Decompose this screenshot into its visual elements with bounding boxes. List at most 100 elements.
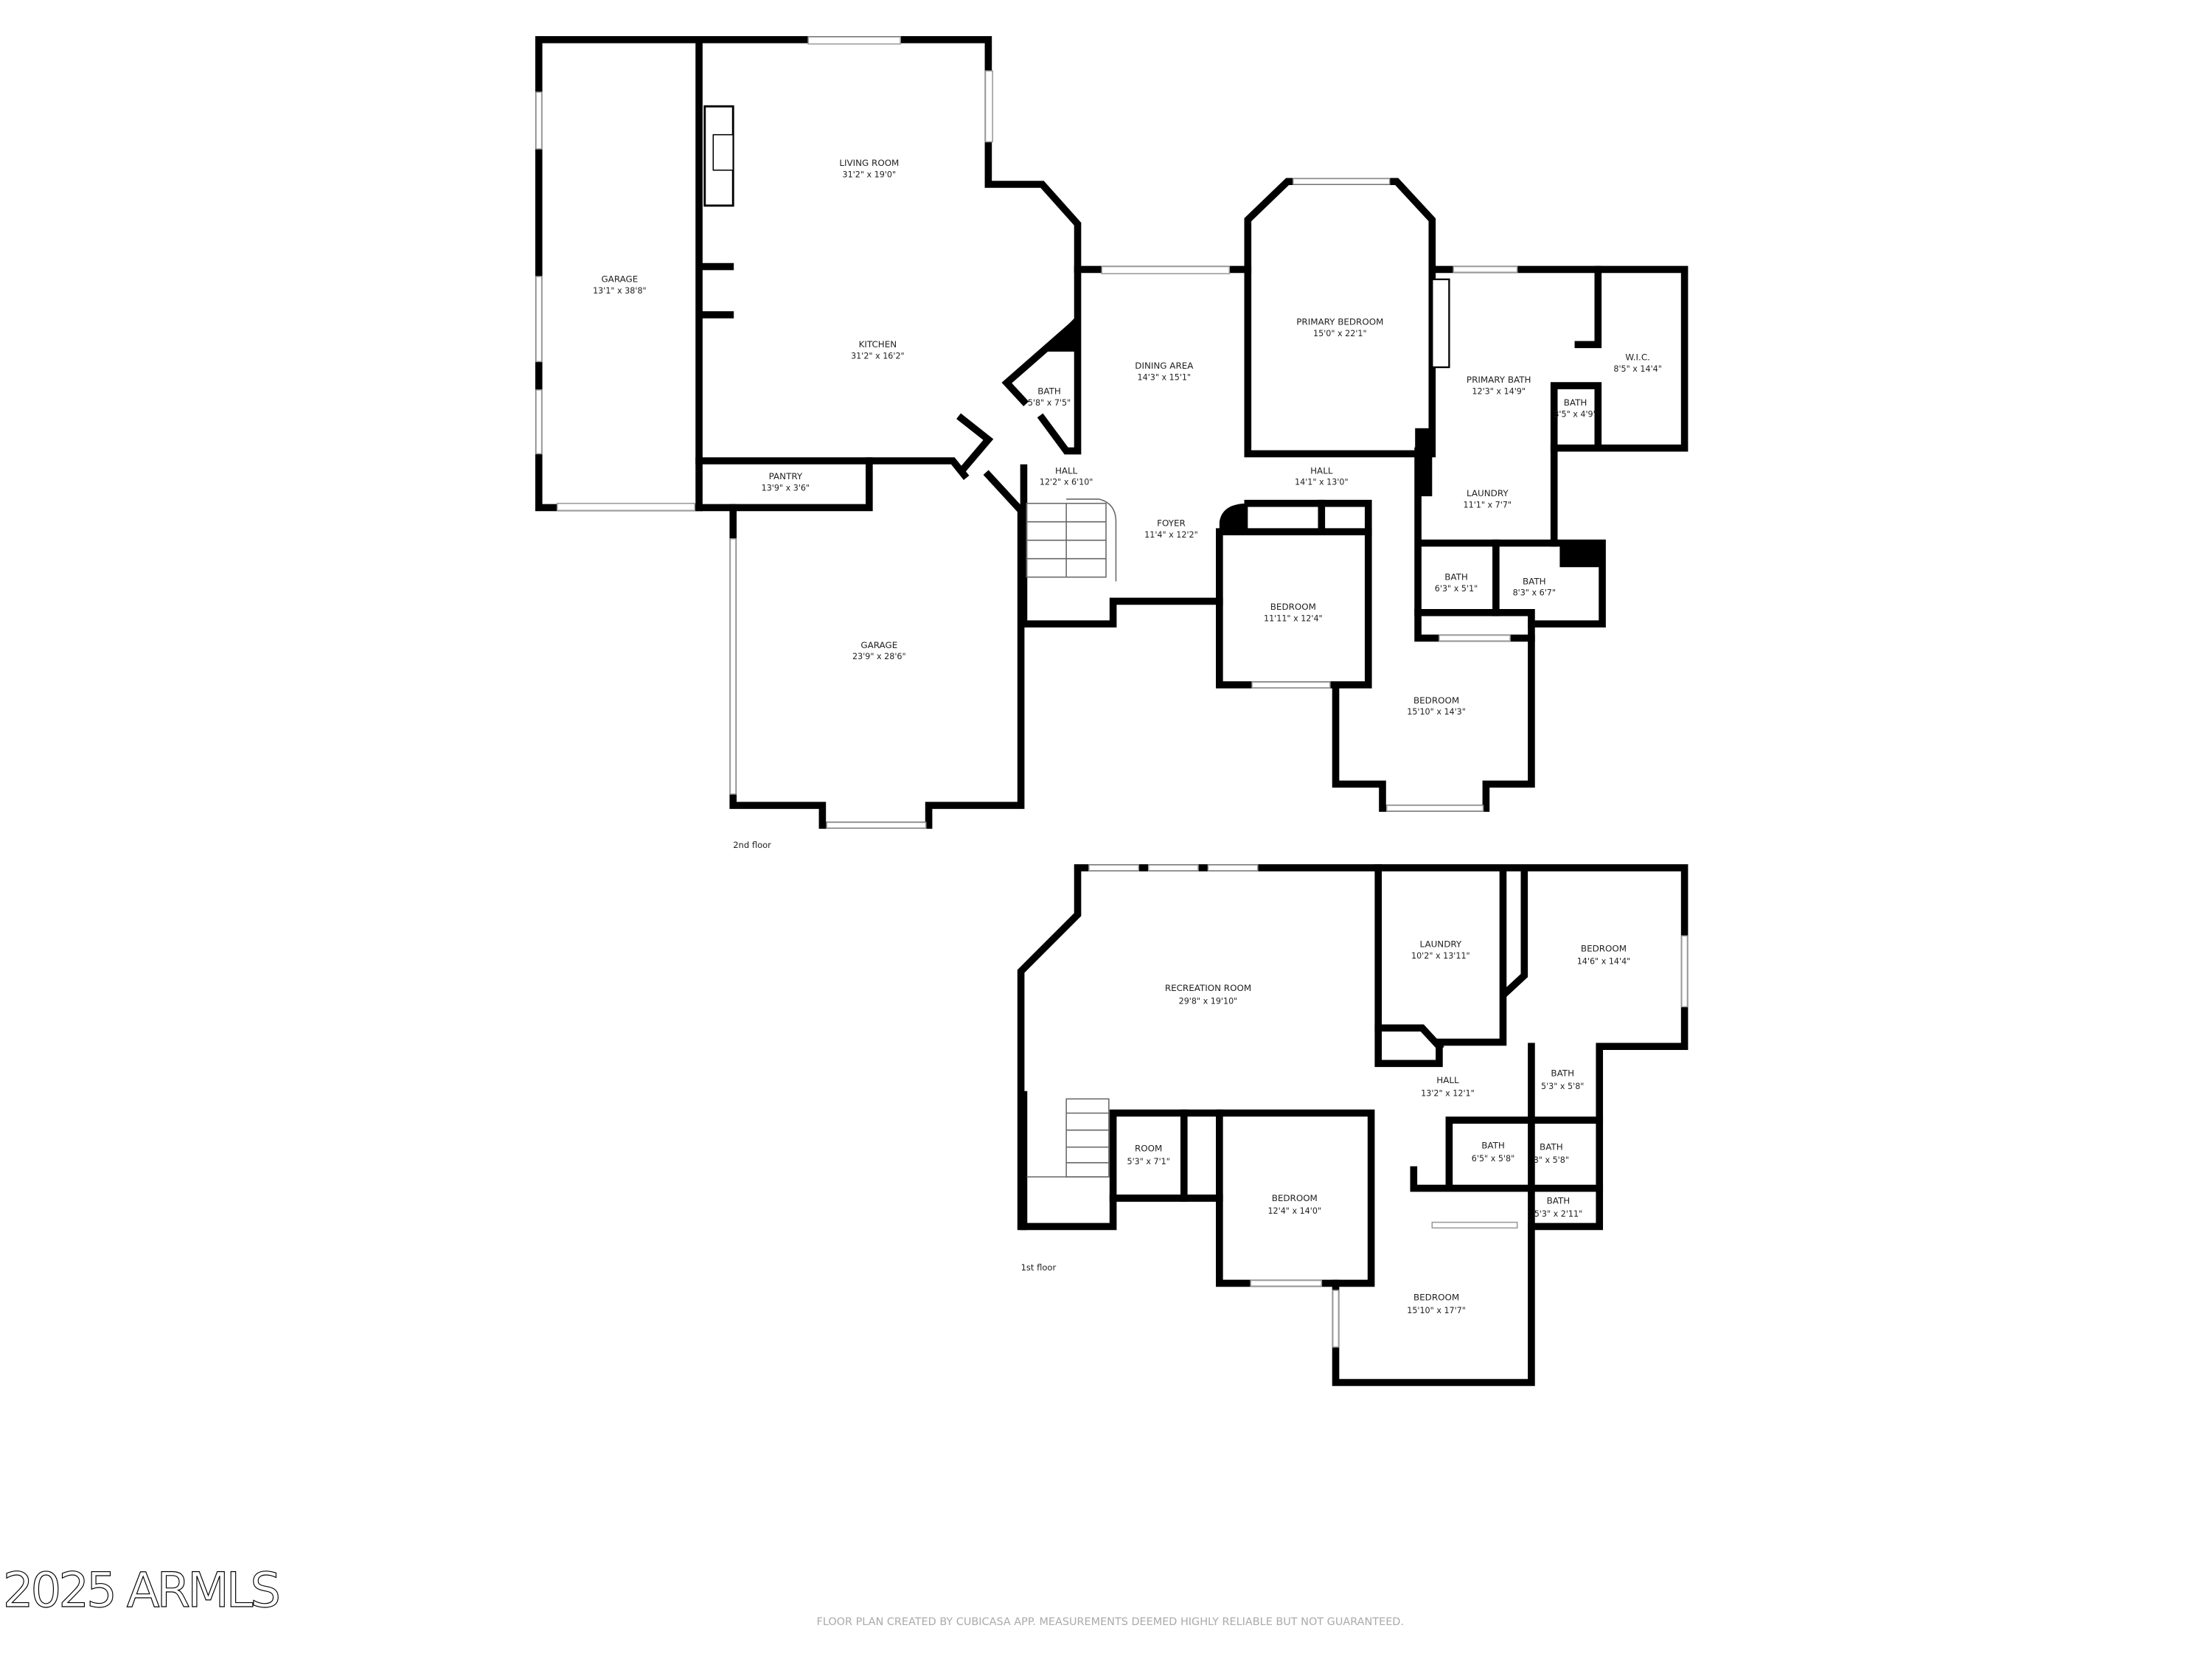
window bbox=[1332, 1290, 1340, 1348]
svg-text:BATH: BATH bbox=[1481, 1141, 1505, 1151]
room-label-bedroom: BEDROOM 12'4" x 14'0" bbox=[1267, 1193, 1321, 1216]
wall-block bbox=[1559, 543, 1603, 568]
first-floor-walls bbox=[1017, 864, 1688, 1386]
svg-text:29'8" x 19'10": 29'8" x 19'10" bbox=[1179, 997, 1238, 1006]
window bbox=[1251, 681, 1331, 689]
garage-door bbox=[729, 538, 737, 795]
svg-text:BEDROOM: BEDROOM bbox=[1272, 1193, 1318, 1203]
room-label-hall: HALL 14'1" x 13'0" bbox=[1295, 465, 1349, 487]
svg-text:W.I.C.: W.I.C. bbox=[1625, 352, 1650, 362]
svg-text:13'9" x 3'6": 13'9" x 3'6" bbox=[762, 483, 810, 493]
wall-kitchen-bottom bbox=[695, 457, 970, 480]
fireplace-insert bbox=[712, 133, 734, 171]
room-label-foyer: FOYER 11'4" x 12'2" bbox=[1144, 518, 1198, 539]
svg-text:15'0" x 22'1": 15'0" x 22'1" bbox=[1313, 329, 1367, 338]
svg-text:14'1" x 13'0": 14'1" x 13'0" bbox=[1295, 478, 1349, 487]
svg-text:BATH: BATH bbox=[1540, 1142, 1563, 1152]
svg-text:12'2" x 6'10": 12'2" x 6'10" bbox=[1040, 478, 1093, 487]
window bbox=[1207, 864, 1259, 872]
wall-laundry bbox=[1374, 864, 1507, 1068]
wall-wic bbox=[1574, 265, 1602, 349]
wall-living-room bbox=[695, 36, 1252, 274]
svg-text:GARAGE: GARAGE bbox=[860, 640, 897, 650]
window bbox=[1147, 864, 1199, 872]
svg-text:15'10" x 17'7": 15'10" x 17'7" bbox=[1407, 1306, 1466, 1315]
svg-text:FOYER: FOYER bbox=[1157, 518, 1186, 528]
wall-stairs bbox=[1020, 464, 1223, 627]
window bbox=[1439, 634, 1511, 641]
window bbox=[1293, 178, 1391, 185]
room-label-kitchen: KITCHEN 31'2" x 16'2" bbox=[851, 339, 905, 361]
svg-text:11'11" x 12'4": 11'11" x 12'4" bbox=[1264, 613, 1323, 623]
room-label-laundry: LAUNDRY 11'1" x 7'7" bbox=[1464, 488, 1512, 509]
svg-text:5'3" x 7'1": 5'3" x 7'1" bbox=[1127, 1157, 1169, 1166]
window bbox=[535, 389, 543, 455]
svg-text:8'5" x 14'4": 8'5" x 14'4" bbox=[1613, 364, 1662, 374]
svg-text:11'1" x 7'7": 11'1" x 7'7" bbox=[1464, 500, 1512, 509]
second-floor-walls bbox=[535, 36, 1688, 830]
wall-bath-small bbox=[1037, 265, 1082, 455]
wall-bath-65 bbox=[1445, 1116, 1535, 1188]
svg-text:11'4" x 12'2": 11'4" x 12'2" bbox=[1144, 530, 1198, 540]
svg-text:5'3" x 2'11": 5'3" x 2'11" bbox=[1534, 1209, 1583, 1219]
column bbox=[1219, 503, 1248, 532]
staircase bbox=[1026, 498, 1117, 582]
svg-text:LAUNDRY: LAUNDRY bbox=[1467, 488, 1509, 498]
svg-text:3'5" x 4'9": 3'5" x 4'9" bbox=[1554, 409, 1596, 419]
svg-text:15'10" x 14'3": 15'10" x 14'3" bbox=[1407, 707, 1466, 717]
room-label-garage-2: GARAGE 23'9" x 28'6" bbox=[852, 640, 906, 661]
svg-text:BATH: BATH bbox=[1444, 572, 1468, 582]
window bbox=[1101, 265, 1231, 274]
svg-text:GARAGE: GARAGE bbox=[601, 274, 638, 285]
wall-bedroom-3 bbox=[1500, 868, 1528, 998]
floor-label-1st: 1st floor bbox=[1021, 1262, 1057, 1273]
svg-text:HALL: HALL bbox=[1310, 465, 1333, 476]
svg-text:BEDROOM: BEDROOM bbox=[1581, 943, 1627, 953]
svg-text:BEDROOM: BEDROOM bbox=[1270, 602, 1316, 612]
svg-text:12'4" x 14'0": 12'4" x 14'0" bbox=[1267, 1206, 1321, 1216]
svg-text:RECREATION ROOM: RECREATION ROOM bbox=[1165, 983, 1251, 993]
disclaimer: FLOOR PLAN CREATED BY CUBICASA APP. MEAS… bbox=[817, 1616, 1404, 1628]
wall-closet bbox=[1244, 499, 1372, 535]
window bbox=[984, 70, 993, 143]
wall-bedroom-5 bbox=[1216, 1109, 1375, 1287]
wall-bedroom-4-top bbox=[1410, 1166, 1535, 1192]
svg-text:12'3" x 14'9": 12'3" x 14'9" bbox=[1472, 387, 1526, 397]
svg-text:DINING AREA: DINING AREA bbox=[1135, 361, 1194, 371]
room-label-primary-bath: PRIMARY BATH 12'3" x 14'9" bbox=[1467, 375, 1531, 396]
svg-text:PRIMARY BATH: PRIMARY BATH bbox=[1467, 375, 1531, 385]
cabinet bbox=[1042, 314, 1078, 352]
wall-laundry-angle bbox=[1374, 1024, 1444, 1052]
svg-text:ROOM: ROOM bbox=[1135, 1144, 1162, 1154]
room-label-recreation-room: RECREATION ROOM 29'8" x 19'10" bbox=[1165, 983, 1251, 1006]
svg-text:31'2" x 16'2": 31'2" x 16'2" bbox=[851, 352, 905, 361]
room-label-primary-bedroom: PRIMARY BEDROOM 15'0" x 22'1" bbox=[1296, 316, 1383, 338]
svg-text:23'9" x 28'6": 23'9" x 28'6" bbox=[852, 652, 906, 661]
window bbox=[535, 276, 543, 363]
svg-text:KITCHEN: KITCHEN bbox=[859, 339, 897, 349]
svg-text:13'2" x 12'1": 13'2" x 12'1" bbox=[1421, 1089, 1475, 1099]
watermark: 2025 ARMLS bbox=[3, 1562, 279, 1618]
svg-text:HALL: HALL bbox=[1055, 465, 1078, 476]
svg-text:8'3" x 6'7": 8'3" x 6'7" bbox=[1513, 588, 1556, 598]
room-label-room: ROOM 5'3" x 7'1" bbox=[1127, 1144, 1169, 1166]
svg-text:BEDROOM: BEDROOM bbox=[1413, 1292, 1459, 1302]
svg-text:14'6" x 14'4": 14'6" x 14'4" bbox=[1577, 957, 1631, 967]
fireplace bbox=[1431, 278, 1450, 369]
svg-text:PRIMARY BEDROOM: PRIMARY BEDROOM bbox=[1296, 316, 1383, 327]
